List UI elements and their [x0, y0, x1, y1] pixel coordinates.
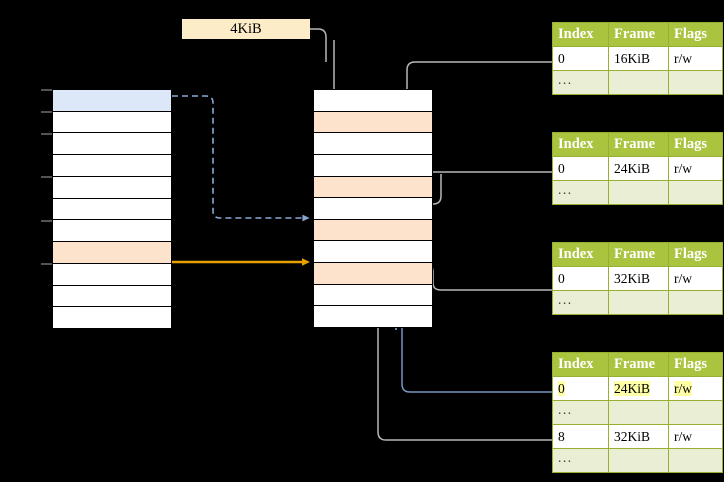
virtual-page-row [53, 220, 171, 243]
cell-frm [608, 290, 669, 315]
virtual-page-row [53, 155, 171, 177]
cell-flg: r/w [668, 376, 723, 401]
physical-frame-row [314, 133, 432, 155]
arrow-table1-to-physical [403, 61, 556, 115]
cell-flg [668, 180, 723, 205]
table-row: ... [552, 180, 723, 205]
virtual-page-row [53, 90, 171, 112]
table-row: ... [552, 448, 723, 473]
column-header-index: Index [552, 352, 609, 377]
cell-idx: 8 [552, 424, 609, 449]
physical-frame-row [314, 176, 432, 199]
arrow-table2-to-physical [417, 171, 556, 181]
cell-flg: r/w [668, 266, 723, 291]
left-table-ticks [41, 89, 53, 265]
cell-frm [608, 70, 669, 95]
cell-flg [668, 70, 723, 95]
cell-idx: 0 [552, 376, 609, 401]
column-header-flags: Flags [668, 22, 723, 47]
virtual-page-row [53, 242, 171, 264]
cell-idx: ... [552, 400, 609, 425]
column-header-index: Index [552, 22, 609, 47]
column-header-index: Index [552, 242, 609, 267]
cell-frm [608, 448, 669, 473]
virtual-page-row [53, 176, 171, 199]
virtual-page-row [53, 307, 171, 329]
cell-idx: 0 [552, 266, 609, 291]
table-row: ... [552, 290, 723, 315]
virtual-page-row [53, 198, 171, 221]
column-header-flags: Flags [668, 132, 723, 157]
physical-frame-row [314, 284, 432, 307]
column-header-frame: Frame [608, 352, 669, 377]
cell-frm: 16KiB [608, 46, 669, 71]
cell-flg: r/w [668, 156, 723, 181]
cell-idx: ... [552, 180, 609, 205]
virtual-page-row [53, 285, 171, 308]
cell-frm: 32KiB [608, 266, 669, 291]
cell-idx: 0 [552, 156, 609, 181]
column-header-frame: Frame [608, 242, 669, 267]
physical-memory-table [313, 89, 433, 328]
physical-frame-row [314, 306, 432, 328]
cell-idx: ... [552, 448, 609, 473]
column-header-flags: Flags [668, 242, 723, 267]
virtual-page-row [53, 263, 171, 286]
physical-frame-row [314, 90, 432, 112]
physical-frame-row [314, 111, 432, 134]
cell-flg [668, 448, 723, 473]
virtual-page-row [53, 133, 171, 156]
cell-idx: 0 [552, 46, 609, 71]
column-header-index: Index [552, 132, 609, 157]
physical-frame-row [314, 241, 432, 264]
virtual-address-space-table [52, 89, 172, 329]
column-header-frame: Frame [608, 132, 669, 157]
cell-frm: 32KiB [608, 424, 669, 449]
cell-flg: r/w [668, 46, 723, 71]
arrow-virtual-to-physical-dashed [172, 95, 310, 222]
arrow-tag-to-table1 [310, 28, 327, 62]
cell-frm: 24KiB [608, 156, 669, 181]
physical-frame-row [314, 263, 432, 285]
cell-frm [608, 180, 669, 205]
cell-frm [608, 400, 669, 425]
page-size-tag: 4KiB [182, 19, 310, 39]
column-header-frame: Frame [608, 22, 669, 47]
cell-flg [668, 290, 723, 315]
column-header-flags: Flags [668, 352, 723, 377]
cell-flg [668, 400, 723, 425]
cell-flg: r/w [668, 424, 723, 449]
virtual-page-row [53, 111, 171, 134]
physical-frame-row [314, 219, 432, 242]
cell-idx: ... [552, 290, 609, 315]
physical-frame-row [314, 154, 432, 177]
cell-idx: ... [552, 70, 609, 95]
table-row: ... [552, 400, 723, 425]
cell-frm: 24KiB [608, 376, 669, 401]
physical-frame-row [314, 198, 432, 220]
table-row: ... [552, 70, 723, 95]
